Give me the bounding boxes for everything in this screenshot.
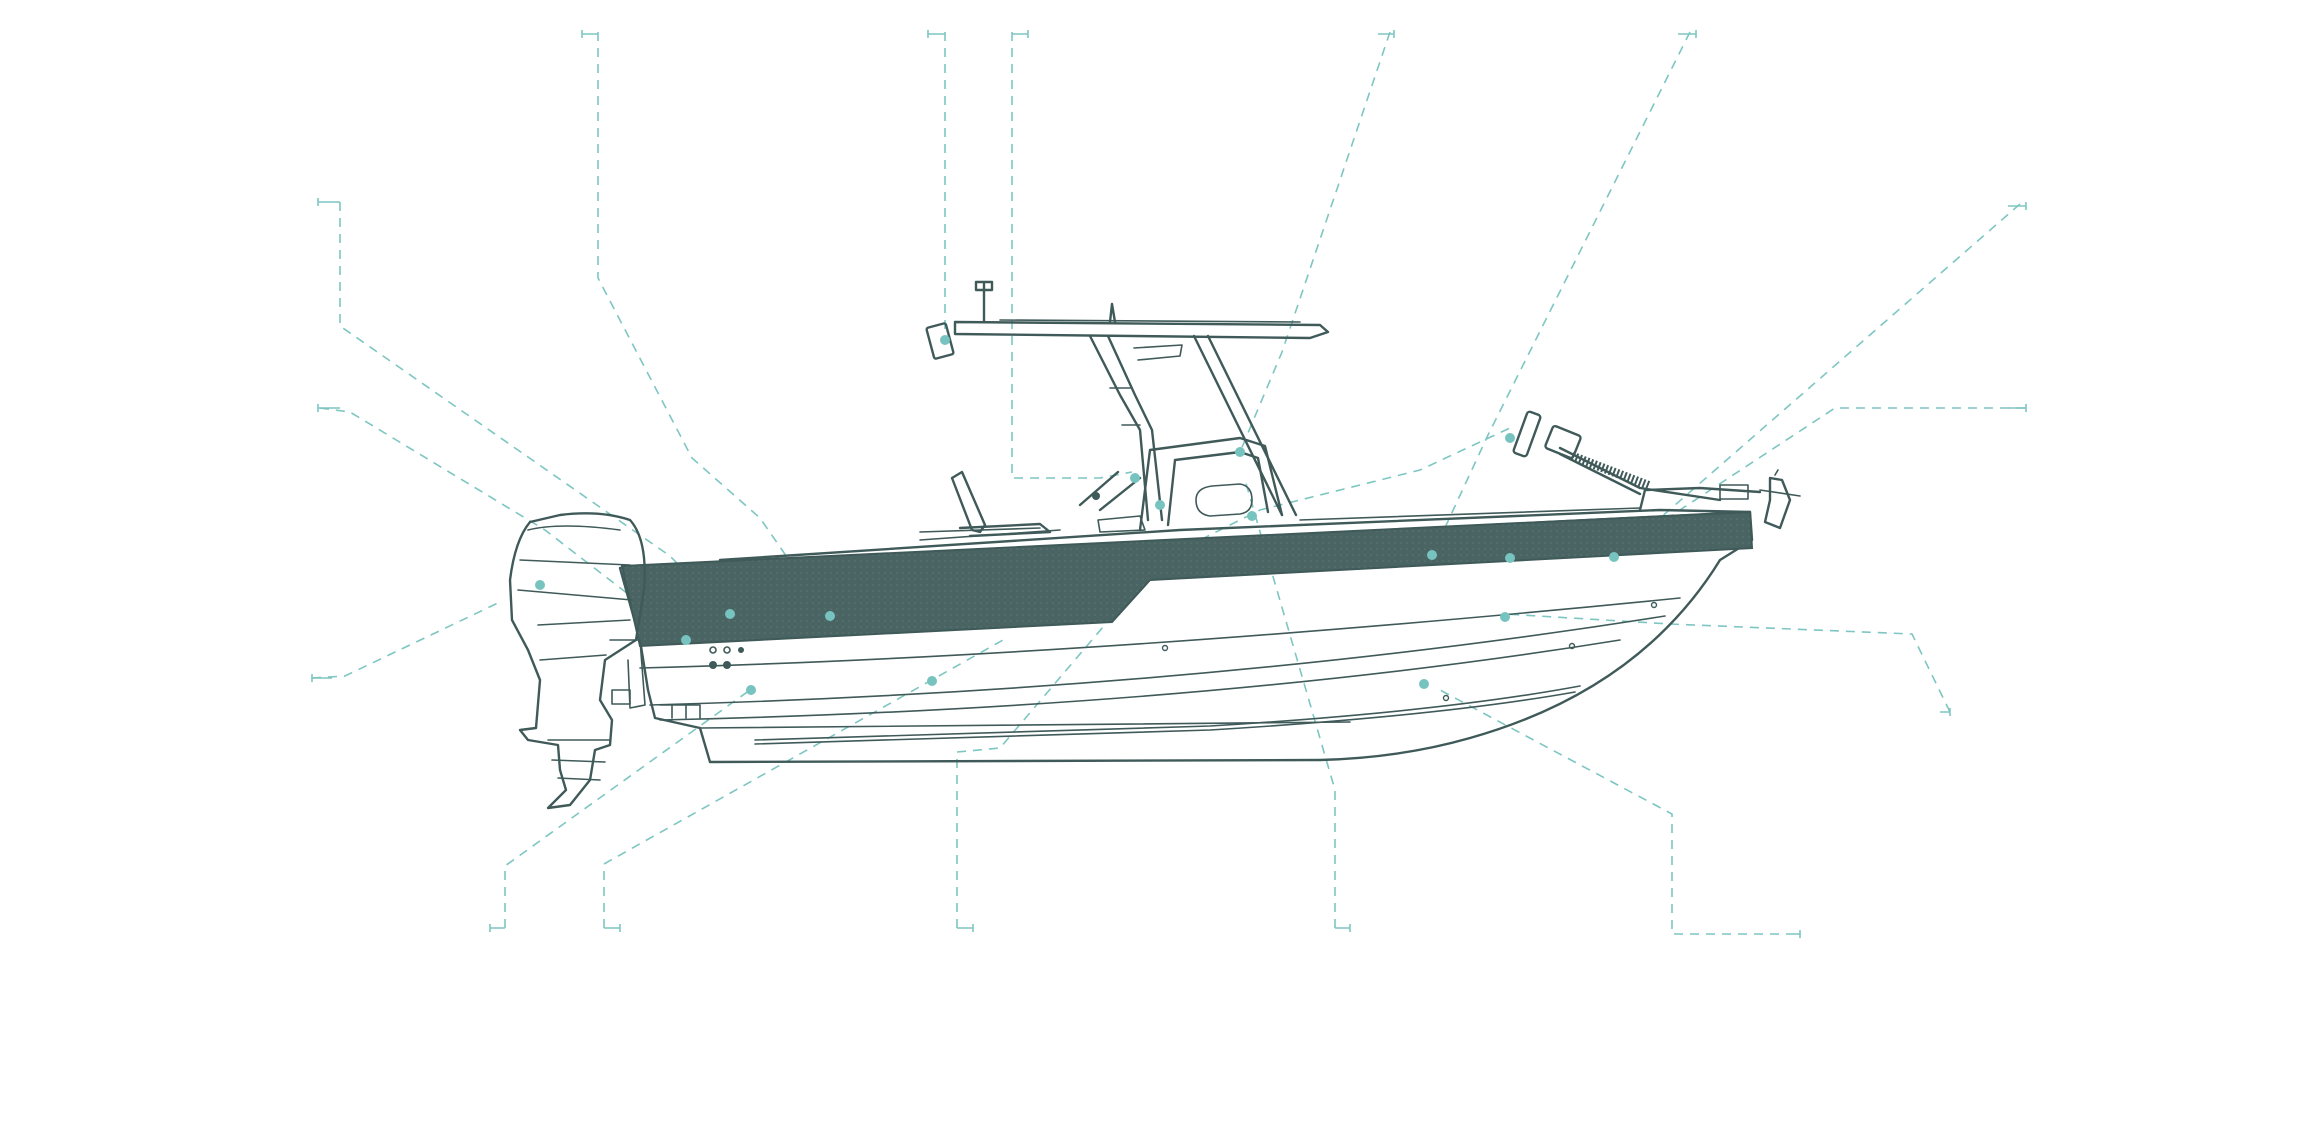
hotspot-16[interactable] [1419,679,1429,689]
hotspot-5[interactable] [1247,511,1257,521]
callout-line-15 [1439,689,1795,935]
hull-strake-5 [754,691,1576,745]
hotspot-9[interactable] [1609,552,1619,562]
t-top [925,280,1330,522]
hull-strake-3 [659,639,1621,721]
hull-outline [618,510,1754,764]
callout-line-5 [1429,31,1691,561]
hull-vent-4 [1650,601,1658,609]
callout-line-3 [1011,32,1133,479]
hotspot-13[interactable] [746,685,756,695]
hotspot-11[interactable] [825,611,835,621]
hotspot-14[interactable] [927,676,937,686]
hotspot-7[interactable] [1427,550,1437,560]
boat [508,280,1801,810]
hull-strake-1 [639,597,1681,669]
trolling-motor [1512,410,1801,530]
hotspot-1[interactable] [940,335,950,345]
callout-lines [311,30,2027,938]
outboard-motor [508,512,646,810]
transom-fitting-5 [723,661,731,669]
callout-line-12 [603,639,1004,928]
hotspot-6[interactable] [1505,433,1515,443]
hotspot-15[interactable] [1500,612,1510,622]
callout-line-9 [319,407,686,639]
hotspot-12[interactable] [681,635,691,645]
hull-vent-2 [1568,642,1576,650]
hull-vent-1 [1161,644,1169,652]
callout-line-4 [1239,31,1391,453]
callout-line-14 [1244,479,1336,928]
hotspot-4[interactable] [1235,447,1245,457]
callout-line-1 [597,32,821,606]
transom-fitting-4 [709,661,717,669]
transom-fitting-1 [709,646,717,654]
hull-vent-3 [1442,694,1450,702]
swim-step [659,704,701,719]
hotspots [535,335,1619,695]
hull-graphic-band [620,510,1754,648]
hotspot-17[interactable] [535,580,545,590]
callout-line-6 [1611,203,2021,561]
callout-ticks [311,30,2027,938]
hotspot-2[interactable] [1130,473,1140,483]
callout-line-8 [339,202,729,616]
transom-fitting-3 [738,647,744,653]
leaning-post [919,470,1052,538]
hotspot-3[interactable] [1155,500,1165,510]
callout-line-11 [504,689,751,928]
callout-line-7 [1609,407,2025,557]
gunwale [718,508,1752,562]
hull-strake-2 [649,615,1666,706]
hull-keel [699,721,1351,729]
hotspot-10[interactable] [725,609,735,619]
callout-line-10 [311,601,501,679]
transom-fitting-2 [723,646,731,654]
callout-line-13 [956,427,1511,928]
hotspot-8[interactable] [1505,553,1515,563]
